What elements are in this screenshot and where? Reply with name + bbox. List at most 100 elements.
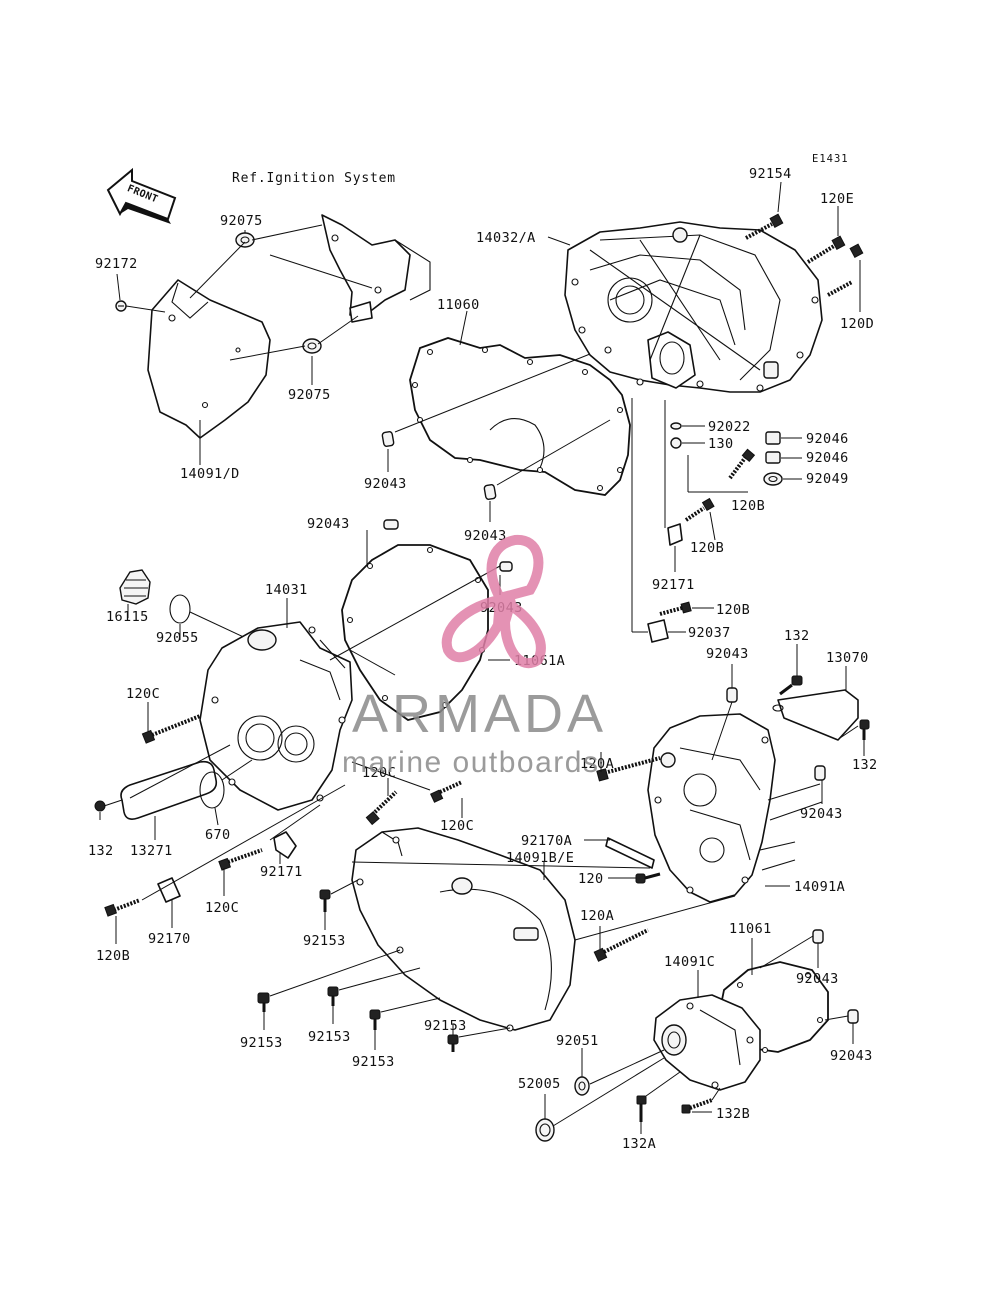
bolt-120 — [635, 872, 661, 884]
dowel-92043-b — [483, 484, 497, 500]
dowel-92043-f — [814, 765, 826, 781]
cover-14091C — [653, 994, 761, 1091]
label-120C-a: 120C — [126, 686, 160, 702]
oil-cap-16115 — [119, 569, 151, 605]
bolt-120C-b — [365, 790, 398, 826]
label-120E: 120E — [820, 191, 854, 207]
label-132-b: 132 — [852, 757, 878, 773]
bolt-120B-d — [104, 898, 141, 917]
bolt-92153-a — [319, 889, 331, 912]
bolt-120C-a — [141, 714, 201, 744]
front-arrow-icon: FRONT — [106, 167, 177, 224]
label-92043-e: 92043 — [706, 646, 749, 662]
seal-52005 — [535, 1118, 555, 1142]
label-92055: 92055 — [156, 630, 199, 646]
label-13070: 13070 — [826, 650, 869, 666]
bolt-120C-c — [430, 780, 463, 803]
reference-label: Ref.Ignition System — [232, 171, 396, 186]
stay-92170A — [605, 837, 655, 869]
label-92049: 92049 — [806, 471, 849, 487]
gasket-11060 — [409, 337, 631, 496]
label-120B-c: 120B — [716, 602, 750, 618]
label-92170: 92170 — [148, 931, 191, 947]
label-670: 670 — [205, 827, 231, 843]
label-14091C: 14091C — [664, 954, 715, 970]
part-labels: 92154 120E 120D 14032/A 11060 92075 9207… — [88, 166, 878, 1152]
bolt-120B-c — [659, 601, 692, 616]
label-52005: 52005 — [518, 1076, 561, 1092]
watermark-brand: ARMADA — [352, 684, 607, 744]
bolt-92153-b — [257, 992, 270, 1012]
ignition-bracket — [321, 214, 431, 323]
label-120C-d: 120C — [205, 900, 239, 916]
label-14032A: 14032/A — [476, 230, 536, 246]
watermark-tagline: marine outboards — [342, 746, 599, 779]
label-120A-b: 120A — [580, 908, 614, 924]
label-120: 120 — [578, 871, 604, 887]
damper-92049 — [763, 472, 783, 486]
label-132-c: 132 — [88, 843, 114, 859]
label-92170A: 92170A — [521, 833, 572, 849]
collar-92046-a — [765, 431, 781, 445]
label-92043-h: 92043 — [830, 1048, 873, 1064]
label-11060: 11060 — [437, 297, 480, 313]
cover-14091A — [647, 713, 823, 903]
label-16115: 16115 — [106, 609, 149, 625]
bolt-120C-d — [218, 848, 263, 871]
label-92153-a: 92153 — [303, 933, 346, 949]
label-92046-a: 92046 — [806, 431, 849, 447]
grommet-92075-lower — [302, 338, 322, 354]
clamp-92037 — [647, 619, 669, 643]
bolt-132A — [636, 1095, 647, 1122]
label-14091A: 14091A — [794, 879, 845, 895]
label-92153-d: 92153 — [352, 1054, 395, 1070]
label-92037: 92037 — [688, 625, 731, 641]
label-92153-b: 92153 — [240, 1035, 283, 1051]
label-92043-a: 92043 — [364, 476, 407, 492]
label-92075-upper: 92075 — [220, 213, 263, 229]
bolt-92154 — [745, 213, 784, 240]
label-92171-b: 92171 — [260, 864, 303, 880]
label-92043-b: 92043 — [464, 528, 507, 544]
bolt-120D — [827, 243, 864, 297]
label-130: 130 — [708, 436, 734, 452]
bolt-120E — [806, 235, 846, 264]
clamp-92170 — [157, 877, 181, 903]
o-ring-670 — [199, 771, 225, 809]
label-92043-c: 92043 — [307, 516, 350, 532]
label-92075-lower: 92075 — [288, 387, 331, 403]
collar-92046-b — [765, 451, 781, 464]
label-92154: 92154 — [749, 166, 792, 182]
watermark-propeller-icon — [441, 534, 546, 669]
inspection-cover-13271 — [120, 760, 218, 820]
dowel-92043-e — [726, 687, 738, 703]
bolt-92153-c — [327, 986, 339, 1006]
label-120B-b: 120B — [690, 540, 724, 556]
grommet-92075-upper — [235, 232, 255, 248]
watermark: ARMADA marine outboards — [342, 534, 607, 779]
label-92153-e: 92153 — [424, 1018, 467, 1034]
label-132A: 132A — [622, 1136, 656, 1152]
clamp-92171-a — [667, 523, 683, 546]
washer-92022 — [670, 422, 682, 430]
label-11061: 11061 — [729, 921, 772, 937]
bolt-92153-d — [369, 1009, 381, 1030]
label-92043-g: 92043 — [796, 971, 839, 987]
screw-130 — [670, 437, 682, 449]
bolt-120B-b — [684, 497, 715, 522]
label-120C-c: 120C — [440, 818, 474, 834]
dowel-92043-d — [499, 561, 513, 572]
label-92172: 92172 — [95, 256, 138, 272]
label-120B-d: 120B — [96, 948, 130, 964]
label-14091D: 14091/D — [180, 466, 240, 482]
label-92051: 92051 — [556, 1033, 599, 1049]
label-120C-b: 120C — [362, 765, 396, 781]
clip-13070 — [772, 689, 859, 741]
label-92153-c: 92153 — [308, 1029, 351, 1045]
label-92022: 92022 — [708, 419, 751, 435]
label-92046-b: 92046 — [806, 450, 849, 466]
screw-92172 — [115, 300, 127, 312]
dowel-92043-g — [812, 929, 824, 944]
screw-132-b — [859, 719, 870, 740]
